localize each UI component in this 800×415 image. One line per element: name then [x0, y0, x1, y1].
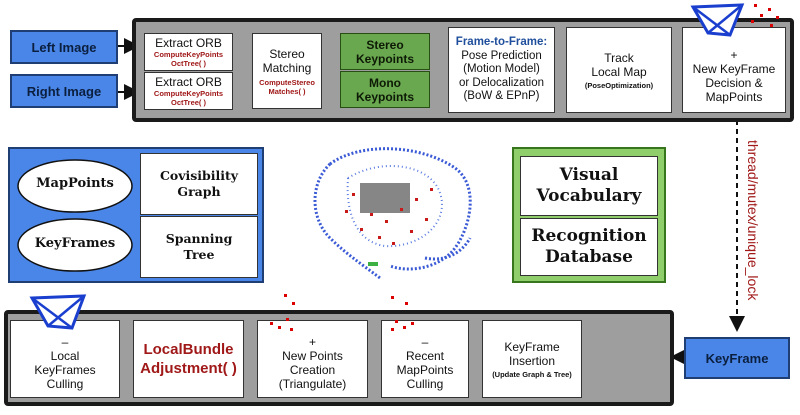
newpts-sign: + [308, 335, 316, 349]
thread-label: thread/mutex/unique_lock [745, 120, 765, 320]
keyframe-box: KeyFrame [684, 337, 790, 379]
orb-top-sub1: ComputeKeyPoints [153, 50, 224, 59]
covis-l1: Covisibility [159, 168, 239, 183]
recog-l1: Recognition [531, 226, 647, 246]
recent-culling-red-icon [391, 296, 414, 331]
left-image-label: Left Image [31, 39, 97, 55]
orb-top-sub2: OctTree( ) [170, 59, 206, 68]
keyframe-decision-box: + New KeyFrame Decision & MapPoints [682, 27, 786, 113]
covisibility-graph-box: Covisibility Graph [140, 153, 258, 215]
visual-vocabulary-box: Visual Vocabulary [520, 156, 658, 216]
pose-prediction-box: Frame-to-Frame: Pose Prediction (Motion … [448, 27, 555, 113]
right-image-box: Right Image [10, 74, 118, 108]
stereo-matching-box: Stereo Matching ComputeStereo Matches( ) [252, 33, 322, 109]
recent-l2: MapPoints [396, 363, 454, 377]
ba-l2: Adjustment( ) [140, 360, 237, 377]
pose-l2: (Motion Model) [463, 63, 540, 76]
track-l2: Local Map [591, 64, 647, 79]
spanning-tree-box: Spanning Tree [140, 216, 258, 278]
track-local-map-box: Track Local Map (PoseOptimization) [566, 27, 672, 113]
stereo-keypoints-box: Stereo Keypoints [340, 33, 430, 70]
vocab-l2: Vocabulary [536, 186, 642, 206]
pose-header: Frame-to-Frame: [455, 36, 548, 49]
pose-l4: (BoW & EPnP) [463, 90, 540, 103]
orb-top-title: Extract ORB [155, 36, 222, 50]
ba-l1: LocalBundle [143, 341, 234, 358]
thread-label-text: thread/mutex/unique_lock [745, 140, 761, 301]
newpts-l1: New Points [282, 349, 343, 363]
right-image-label: Right Image [26, 83, 102, 99]
stereo-kp-l2: Keypoints [355, 51, 414, 66]
stereo-kp-l1: Stereo [366, 37, 404, 52]
new-points-red-icon [270, 294, 295, 331]
local-keyframes-culling-box: – Local KeyFrames Culling [10, 320, 120, 398]
stereo-matching-sub1: ComputeStereo [259, 77, 315, 87]
stereo-matching-sub2: Matches( ) [268, 86, 306, 96]
track-l1: Track [604, 50, 634, 65]
recent-l3: Culling [406, 377, 444, 391]
span-l1: Spanning [165, 231, 233, 246]
newpts-l3: (Triangulate) [278, 377, 347, 391]
recent-sign: – [421, 335, 429, 349]
kfcull-l3: Culling [46, 377, 84, 391]
insert-l3: (Update Graph & Tree) [492, 369, 572, 379]
keyframe-culling-camera-icon [29, 294, 87, 330]
local-bundle-adjustment-box: LocalBundle Adjustment( ) [133, 320, 244, 398]
mono-keypoints-box: Mono Keypoints [340, 71, 430, 108]
mappoints-label: MapPoints [36, 176, 114, 191]
mono-kp-l1: Mono [369, 75, 401, 90]
covis-l2: Graph [177, 184, 221, 199]
extract-orb-top: Extract ORB ComputeKeyPoints OctTree( ) [144, 33, 233, 71]
recognition-database-box: Recognition Database [520, 218, 658, 276]
keyframe-box-label: KeyFrame [705, 350, 769, 366]
kf-decision-l3: MapPoints [705, 90, 763, 104]
orb-bottom-title: Extract ORB [155, 75, 222, 89]
extract-orb-bottom: Extract ORB ComputeKeyPoints OctTree( ) [144, 72, 233, 110]
stereo-matching-title1: Stereo [269, 46, 305, 61]
insert-l1: KeyFrame [504, 339, 560, 354]
kf-decision-l2: Decision & [705, 76, 763, 90]
orb-bottom-sub2: OctTree( ) [170, 98, 206, 107]
kfcull-l2: KeyFrames [34, 363, 96, 377]
keyframe-camera-icon [690, 3, 745, 37]
point-cloud-map [313, 147, 472, 280]
kfcull-l1: Local [50, 349, 80, 363]
mappoints-ellipse [17, 159, 133, 213]
keyframe-insertion-box: KeyFrame Insertion (Update Graph & Tree) [482, 320, 582, 398]
recog-l2: Database [545, 247, 633, 267]
new-points-creation-box: + New Points Creation (Triangulate) [257, 320, 368, 398]
insert-l2: Insertion [508, 353, 556, 368]
stereo-matching-title2: Matching [262, 60, 312, 75]
recent-mappoints-culling-box: – Recent MapPoints Culling [381, 320, 469, 398]
red-points-icon [751, 4, 779, 27]
kf-decision-l1: New KeyFrame [692, 62, 776, 76]
kf-decision-plus: + [730, 48, 738, 62]
newpts-l2: Creation [289, 363, 336, 377]
track-l3: (PoseOptimization) [584, 80, 654, 90]
orb-bottom-sub1: ComputeKeyPoints [153, 89, 224, 98]
recent-l1: Recent [405, 349, 445, 363]
pose-l1: Pose Prediction [461, 49, 542, 62]
vocab-l1: Visual [559, 165, 619, 185]
kfcull-sign: – [61, 335, 69, 349]
span-l2: Tree [183, 247, 215, 262]
left-image-box: Left Image [10, 30, 118, 64]
pose-l3: or Delocalization [458, 76, 544, 89]
keyframes-label: KeyFrames [34, 236, 116, 251]
mono-kp-l2: Keypoints [355, 89, 414, 104]
keyframes-ellipse [17, 218, 133, 272]
